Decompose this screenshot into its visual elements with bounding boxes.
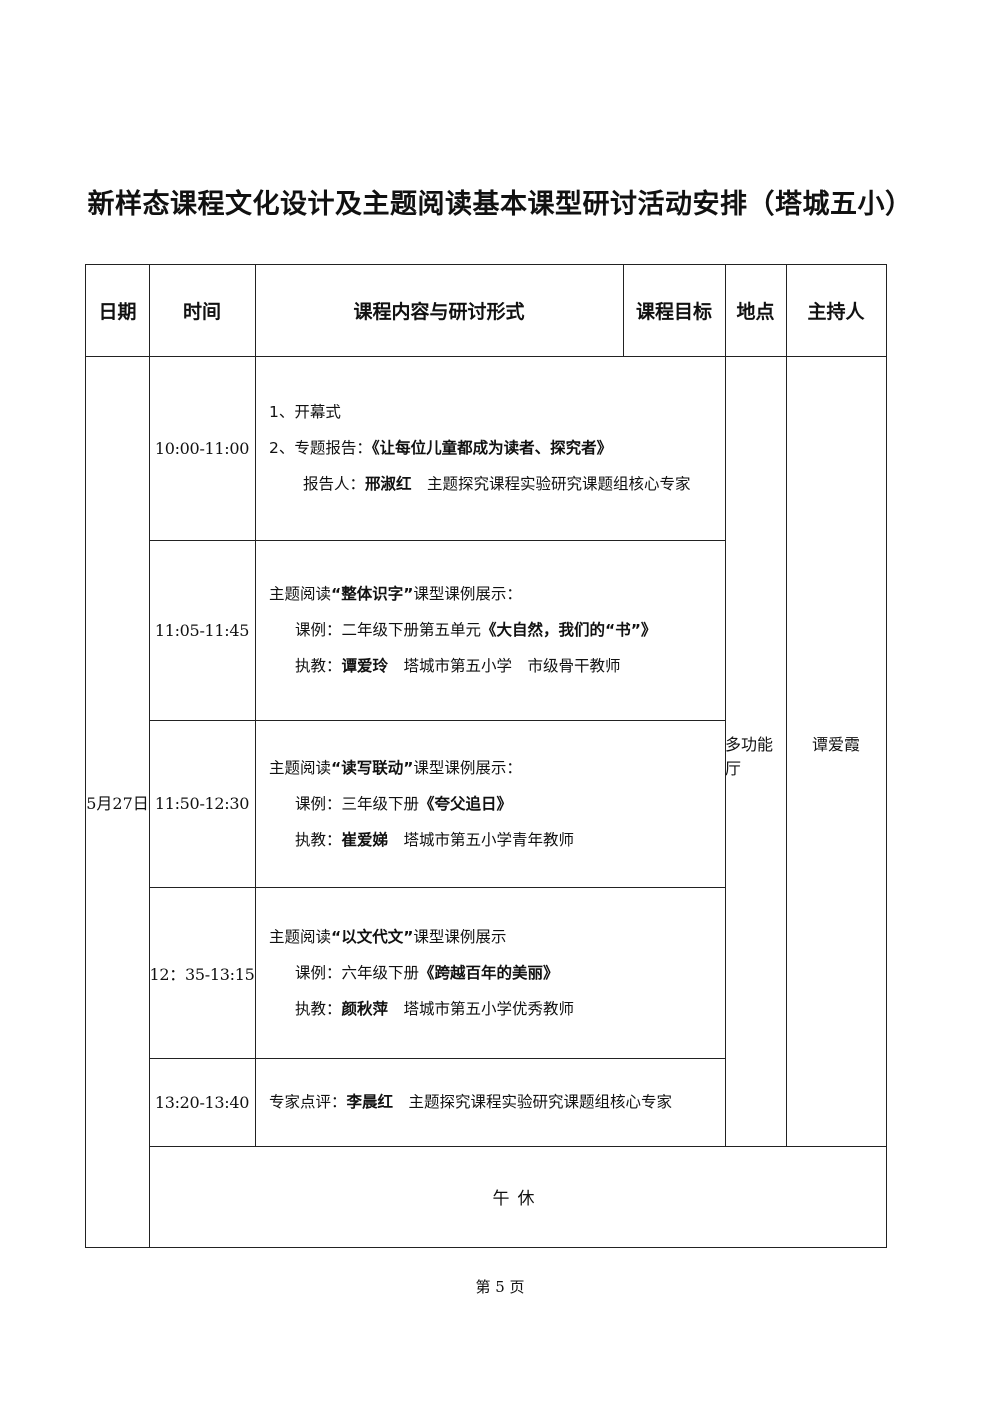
header-host: 主持人 [807, 301, 865, 323]
session-content: 1、开幕式 2、专题报告：《让每位儿童都成为读者、探究者》 报告人：邢淑红 主题… [255, 356, 725, 540]
content-line: 报告人：邢淑红 主题探究课程实验研究课题组核心专家 [303, 475, 691, 493]
content-line: 专家点评：李晨红 主题探究课程实验研究课题组核心专家 [269, 1093, 673, 1111]
session-time: 11:50-12:30 [154, 794, 250, 813]
header-date: 日期 [98, 301, 137, 323]
session-content: 专家点评：李晨红 主题探究课程实验研究课题组核心专家 [255, 1058, 725, 1146]
content-line: 课例：六年级下册《跨越百年的美丽》 [295, 963, 559, 982]
session-content: 主题阅读“读写联动”课型课例展示： 课例：三年级下册《夸父追日》 执教：崔爱娣 … [255, 720, 725, 887]
header-content: 课程内容与研讨形式 [353, 301, 525, 323]
content-line: 执教：谭爱玲 塔城市第五小学 市级骨干教师 [295, 657, 621, 675]
page-number: 第 5 页 [475, 1278, 525, 1296]
page-title: 新样态课程文化设计及主题阅读基本课型研讨活动安排（塔城五小） [87, 189, 913, 220]
session-time: 13:20-13:40 [154, 1092, 250, 1112]
content-line: 课例：三年级下册《夸父追日》 [295, 794, 513, 813]
content-line: 课例：二年级下册第五单元《大自然，我们的“书”》 [295, 621, 657, 639]
content-line: 主题阅读“整体识字”课型课例展示： [269, 585, 522, 603]
content-line: 2、专题报告：《让每位儿童都成为读者、探究者》 [269, 439, 613, 457]
content-line: 执教：颜秋萍 塔城市第五小学优秀教师 [295, 999, 575, 1018]
location-cell: 多功能厅 [725, 735, 774, 778]
session-content: 主题阅读“整体识字”课型课例展示： 课例：二年级下册第五单元《大自然，我们的“书… [255, 540, 725, 720]
schedule-table: 日期 时间 课程内容与研讨形式 课程目标 地点 主持人 5月27日 多功能厅 谭… [85, 264, 887, 1248]
header-goal: 课程目标 [635, 301, 712, 323]
content-line: 主题阅读“读写联动”课型课例展示： [269, 758, 522, 777]
lunch-break: 午休 [492, 1189, 543, 1209]
content-line: 执教：崔爱娣 塔城市第五小学青年教师 [295, 830, 575, 849]
content-line: 主题阅读“以文代文”课型课例展示 [269, 927, 507, 946]
session-time: 12：35-13:15 [149, 964, 255, 984]
host-cell: 谭爱霞 [811, 735, 860, 754]
header-time: 时间 [182, 301, 221, 323]
content-line: 1、开幕式 [269, 403, 341, 421]
header-location: 地点 [736, 301, 775, 323]
session-time: 11:05-11:45 [154, 620, 250, 640]
session-time: 10:00-11:00 [154, 438, 250, 458]
date-cell: 5月27日 [86, 793, 149, 813]
session-content: 主题阅读“以文代文”课型课例展示 课例：六年级下册《跨越百年的美丽》 执教：颜秋… [255, 887, 725, 1058]
